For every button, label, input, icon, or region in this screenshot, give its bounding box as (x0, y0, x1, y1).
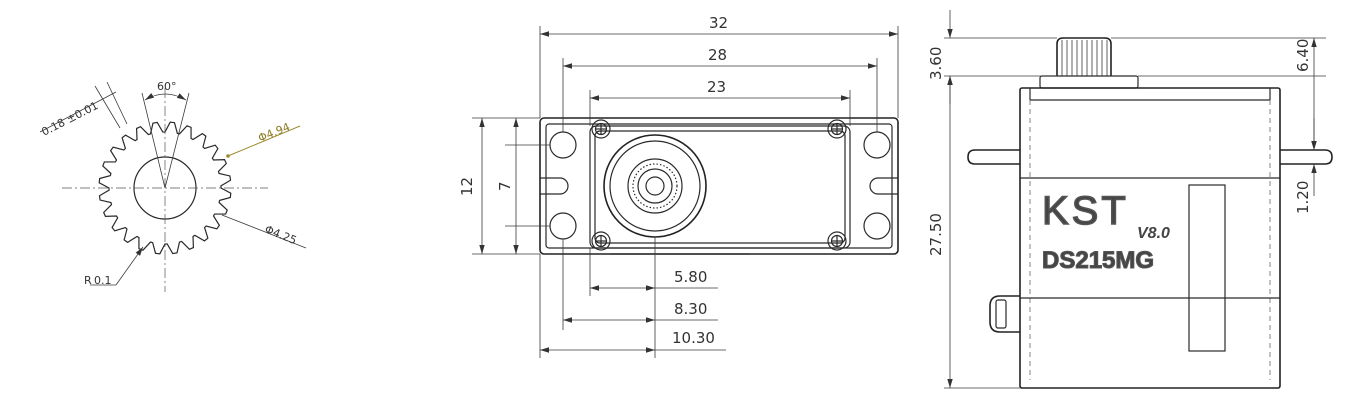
flange-inner-outline (545, 123, 893, 249)
case-body-inner (594, 130, 846, 244)
spline-ridges (1061, 40, 1108, 76)
tooth-leader (39, 91, 117, 133)
side-view: KST V8.0 DS215MG 3.60 27.50 6.40 1.20 (927, 10, 1333, 389)
cable-exit (995, 299, 1007, 329)
model-label: DS215MG (1042, 247, 1154, 274)
mount-hole-br (863, 212, 891, 240)
screw-icon (827, 231, 847, 251)
root-radius-prefix: R (84, 274, 92, 287)
outer-diameter-label: Φ4.94 (256, 120, 292, 144)
brand-logo: KST (1042, 189, 1129, 233)
dim-23-label: 23 (707, 78, 726, 96)
tooth-ext-line-2 (106, 81, 128, 125)
tooth-thickness-label: 0.18 ±0.01 (39, 99, 100, 139)
version-label: V8.0 (1137, 225, 1170, 242)
outer-diameter-dot (226, 154, 230, 158)
mount-flange-left (967, 149, 1020, 165)
dim-28-label: 28 (708, 46, 727, 64)
label-sticker (1188, 184, 1226, 352)
output-boss (1039, 75, 1139, 89)
cable-grommet (989, 295, 1020, 333)
mount-flange-right (1280, 149, 1333, 165)
dim-3-60-label: 3.60 (927, 47, 945, 80)
top-view: 32 28 23 12 7 5.80 8.30 10.30 (458, 14, 899, 358)
dim-12-label: 12 (458, 177, 476, 196)
angle-line-right (164, 92, 190, 189)
root-radius-leader (115, 246, 144, 286)
outer-diameter-leader (227, 125, 301, 157)
screw-icon (591, 231, 611, 251)
output-spline-outline (1056, 37, 1112, 76)
angle-line-left (141, 92, 166, 189)
mount-hole-bl (549, 212, 577, 240)
gear-outline (98, 121, 232, 255)
inner-diameter-label: Φ4.25 (263, 223, 299, 247)
spline-inner (637, 168, 673, 204)
angle-label: 60° (157, 80, 177, 93)
spline-outer (627, 158, 683, 214)
mount-slot-right (869, 177, 898, 195)
dim-6-40-label: 6.40 (1294, 39, 1312, 72)
screw-icon (591, 119, 611, 139)
output-boss-inner (609, 140, 701, 232)
mount-hole-tr (863, 131, 891, 159)
output-boss-outer (603, 134, 707, 238)
dim-5-80-label: 5.80 (674, 268, 707, 286)
inner-diameter-leader (221, 214, 307, 249)
mount-hole-tl (549, 131, 577, 159)
mount-slot-left (540, 177, 569, 195)
angle-arc (144, 93, 187, 101)
gear-view: 60° 0.18 ±0.01 Φ4.94 Φ4.25 R 0.1 (39, 80, 307, 292)
dim-27-50-label: 27.50 (927, 213, 945, 256)
dim-8-30-label: 8.30 (674, 300, 707, 318)
servo-case-outline (1019, 87, 1281, 389)
mounting-flange-outline (539, 117, 899, 255)
tooth-ext-line-1 (94, 85, 121, 129)
root-radius-value: 0.1 (94, 274, 112, 287)
dim-7-label: 7 (496, 181, 514, 191)
case-body-outline (589, 125, 851, 249)
dim-32-label: 32 (709, 14, 728, 32)
spline-teeth (632, 163, 678, 209)
dim-10-30-label: 10.30 (672, 329, 715, 347)
screw-icon (827, 119, 847, 139)
dim-1-20-label: 1.20 (1294, 181, 1312, 214)
shaft-bore (645, 176, 665, 196)
